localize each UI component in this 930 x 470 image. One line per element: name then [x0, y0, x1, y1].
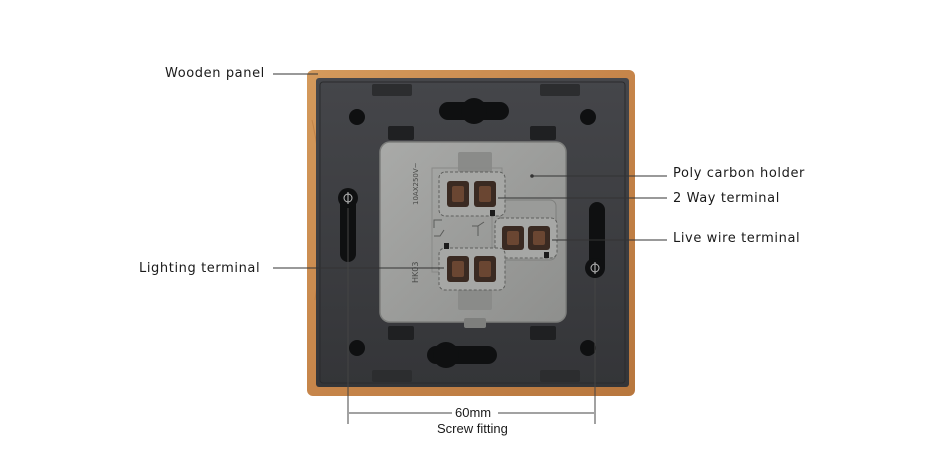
live-wire-terminal-label: Live wire terminal — [673, 231, 801, 246]
dimension-caption: Screw fitting — [437, 421, 508, 436]
wooden-panel-label: Wooden panel — [165, 66, 265, 81]
module-model-text: HK03 — [411, 262, 420, 283]
screw-fitting-dimension — [347, 208, 596, 424]
circuit-symbol-icon — [433, 219, 485, 237]
two-way-terminal-label: 2 Way terminal — [673, 191, 780, 206]
poly-carbon-holder-label: Poly carbon holder — [673, 166, 806, 181]
lighting-terminal — [438, 243, 506, 291]
dimension-measurement: 60mm — [455, 405, 492, 420]
two-way-terminal — [438, 171, 506, 217]
lighting-terminal-label: Lighting terminal — [139, 261, 261, 276]
live-wire-terminal — [494, 217, 558, 259]
leader-lines — [273, 73, 667, 269]
module-rating-text: 10AX250V~ — [412, 162, 420, 205]
